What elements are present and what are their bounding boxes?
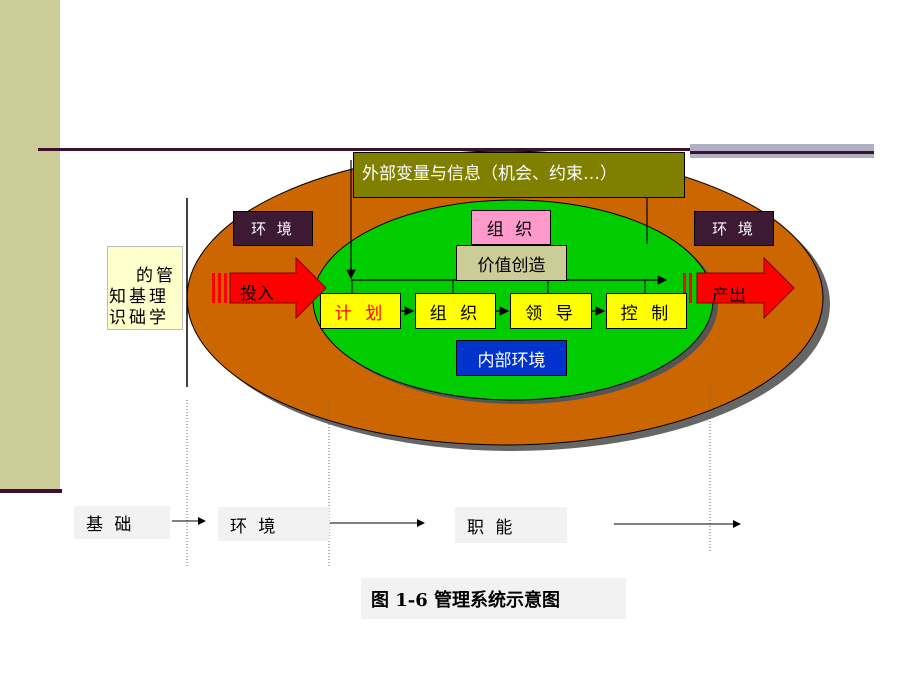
output-label: 产出 [712,286,746,306]
knowledge-row-1: 的管 [136,266,176,286]
function-box-organize: 组 织 [415,293,496,329]
input-label: 投入 [240,284,274,304]
internal-environment-box: 内部环境 [456,340,567,376]
output-arrow [683,256,795,320]
sidebar-rule [0,489,62,493]
function-box-plan: 计 划 [320,293,401,329]
header-rule-grey-line [690,151,874,154]
environment-box-left: 环 境 [233,211,313,246]
bottom-label-environment: 环 境 [218,507,329,541]
function-box-control: 控 制 [606,293,687,329]
bottom-label-foundation: 基 础 [74,506,170,539]
input-arrow [212,256,327,320]
knowledge-box: 的管 知基理 识础学 [107,246,183,330]
header-rule-dark [38,148,690,151]
knowledge-row-2: 知基理 [109,287,169,307]
function-box-lead: 领 导 [510,293,592,329]
value-creation-box: 价值创造 [456,245,567,281]
knowledge-row-3: 识础学 [109,308,169,328]
organization-box: 组 织 [471,210,551,245]
figure-caption: 图 1-6 管理系统示意图 [361,578,626,619]
external-variables-box: 外部变量与信息（机会、约束…） [353,152,685,198]
bottom-label-function: 职 能 [455,507,567,543]
sidebar-strip [0,0,60,492]
environment-box-right: 环 境 [694,211,774,246]
